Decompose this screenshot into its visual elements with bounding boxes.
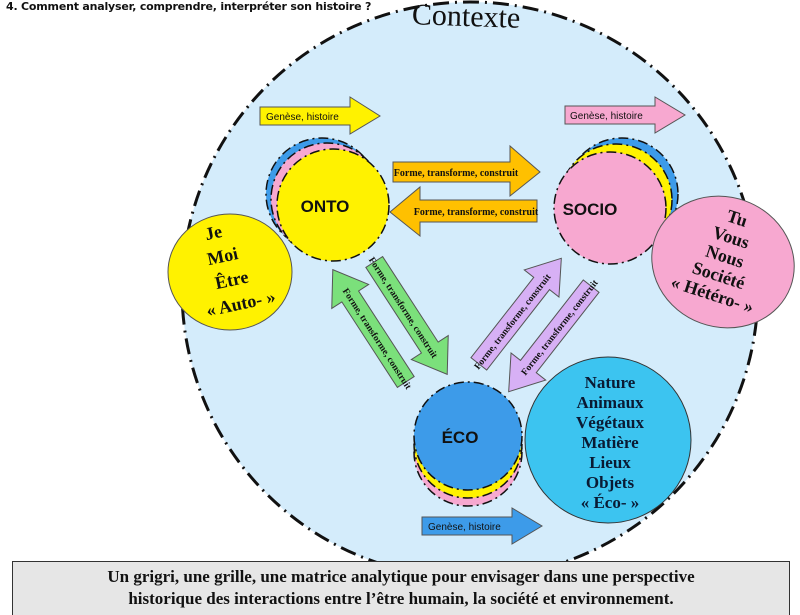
- onto-label: ONTO: [301, 197, 350, 216]
- auto-line-1: Je: [203, 221, 224, 244]
- genese-arrow-socio: Genèse, histoire: [564, 96, 686, 134]
- eco-line-4: Matière: [581, 433, 639, 452]
- arrow-onto-to-socio-label: Forme, transforme, construit: [394, 168, 519, 179]
- caption-line-2: historique des interactions entre l’être…: [128, 589, 674, 608]
- genese-arrow-onto: Genèse, histoire: [259, 96, 381, 135]
- eco-line-2: Animaux: [576, 393, 644, 412]
- page-heading: 4. Comment analyser, comprendre, interpr…: [6, 0, 372, 13]
- eco-line-3: Végétaux: [576, 413, 644, 432]
- eco-node[interactable]: ÉCO: [413, 381, 523, 507]
- socio-node[interactable]: SOCIO: [553, 137, 679, 265]
- arrow-socio-to-onto: Forme, transforme, construit: [389, 185, 539, 238]
- eco-line-7: « Éco- »: [581, 493, 640, 512]
- eco-label: ÉCO: [442, 428, 479, 447]
- hetero-circle: Tu Vous Nous Société « Hétéro- »: [651, 195, 795, 329]
- genese-arrow-eco: Genèse, histoire: [421, 507, 543, 545]
- genese-arrow-onto-label: Genèse, histoire: [266, 112, 339, 123]
- caption-line-1: Un grigri, une grille, une matrice analy…: [107, 567, 695, 586]
- genese-arrow-socio-label: Genèse, histoire: [570, 111, 643, 122]
- arrow-onto-to-socio: Forme, transforme, construit: [392, 144, 541, 198]
- eco-line-1: Nature: [585, 373, 636, 392]
- eco-circle: Nature Animaux Végétaux Matière Lieux Ob…: [524, 356, 692, 524]
- caption-box: Un grigri, une grille, une matrice analy…: [12, 561, 790, 615]
- eco-line-5: Lieux: [589, 453, 631, 472]
- socio-label: SOCIO: [563, 200, 618, 219]
- onto-node[interactable]: ONTO: [265, 137, 390, 262]
- arrow-socio-to-onto-label: Forme, transforme, construit: [414, 207, 539, 218]
- auto-circle: Je Moi Être « Auto- »: [167, 213, 293, 331]
- eco-line-6: Objets: [586, 473, 635, 492]
- genese-arrow-eco-label: Genèse, histoire: [428, 522, 501, 533]
- context-label: Contexte: [411, 0, 520, 35]
